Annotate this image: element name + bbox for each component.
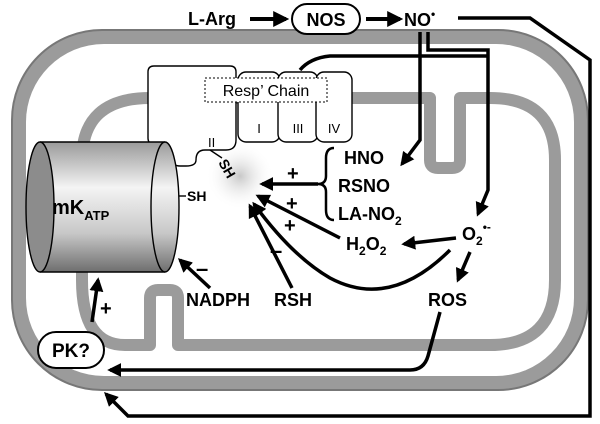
complex-ii-label: II [208,135,215,150]
l-arg-label: L-Arg [188,9,236,29]
nadph-label: NADPH [186,290,250,310]
nos-box [291,3,361,35]
hno-label: HNO [344,148,384,168]
arrow-h2o2-sh [255,194,341,240]
arrow-superoxide-sh [252,201,452,291]
minus-nadph-sign: – [196,256,208,281]
arrow-rsh-sh [248,203,294,289]
resp-chain-label: Resp’ Chain [223,83,310,100]
arrow-superoxide-ros [455,251,472,283]
arrow-pk-channel [89,277,104,323]
pk-box [37,331,105,369]
mkatp-label: mKATP [52,197,110,223]
mkatp-channel: mKATP SH [25,141,206,273]
no-to-superoxide-route [426,32,490,217]
arrow-nadph-channel [177,258,212,290]
arrow-superoxide-h2o2 [401,235,457,250]
no-to-pk-route [104,16,592,418]
resp-chain-superoxide-route [298,54,488,72]
complex-iv-label: IV [328,121,341,136]
complex-ii-sh-bond [209,149,223,159]
no-label: NO• [404,7,435,30]
minus-rsh-sign: – [270,238,282,263]
complex-i-label: I [257,121,261,136]
ros-to-pk-route [107,311,442,377]
plus-h2o2-sign: + [286,193,298,215]
la-no2-label: LA-NO2 [338,204,402,228]
sh-left-label: SH [187,188,206,204]
h2o2-label: H2O2 [346,234,387,258]
ros-label: ROS [428,290,467,310]
rsh-label: RSH [274,290,312,310]
inner-membrane [76,92,561,351]
no-to-hno-route [400,32,422,167]
pk-label: PK? [52,341,90,362]
respiratory-chain: Resp’ Chain II I III IV [147,65,353,167]
plus-pk-sign: + [100,298,112,320]
complex-iii-label: III [293,121,304,136]
sh-glow [206,142,274,210]
resp-chain-label-box [204,77,328,103]
rsno-label: RSNO [338,176,390,196]
superoxide-label: O2•- [462,220,491,248]
plus-species-sign: + [287,163,299,185]
plus-superoxide-sign: + [284,215,296,237]
nos-label: NOS [306,10,345,30]
